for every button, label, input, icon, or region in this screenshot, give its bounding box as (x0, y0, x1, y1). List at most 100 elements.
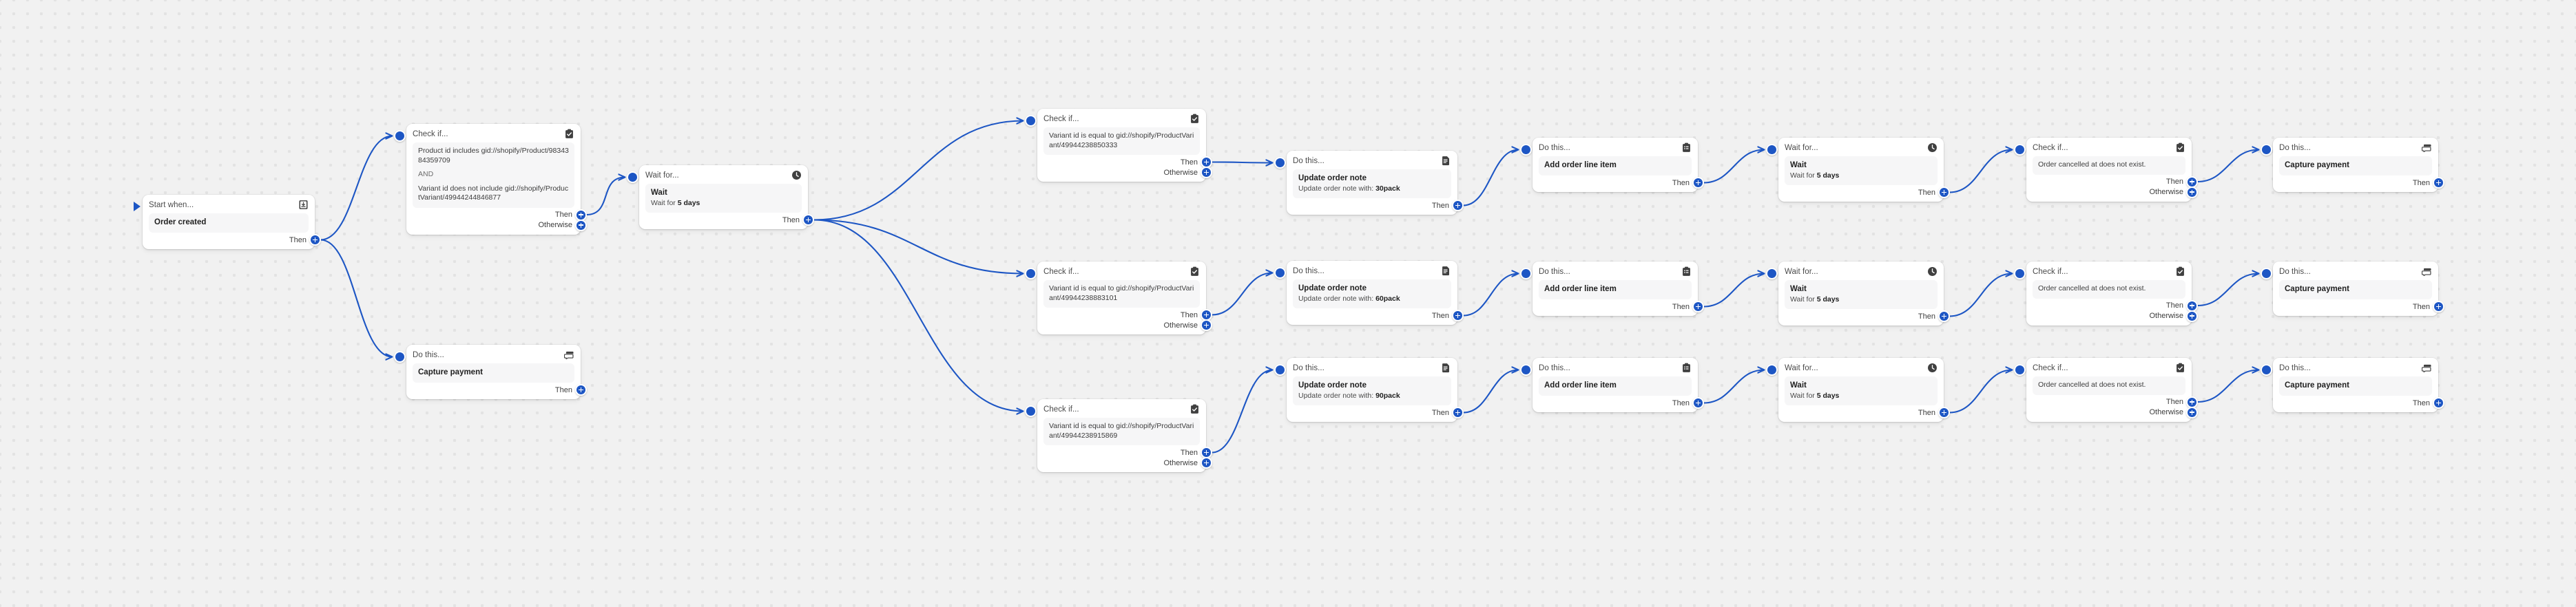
port-row-otherwise[interactable]: Otherwise (413, 219, 587, 231)
add-step-then-button[interactable] (1201, 309, 1212, 321)
add-step-otherwise-button[interactable] (2186, 310, 2198, 322)
input-port[interactable] (2261, 364, 2272, 376)
workflow-node-check-variant-1[interactable]: Check if...Variant id is equal to gid://… (1025, 109, 1212, 182)
add-step-otherwise-button[interactable] (575, 219, 587, 231)
input-port[interactable] (1274, 364, 1286, 376)
add-step-then-button[interactable] (2433, 301, 2444, 312)
add-step-then-button[interactable] (1938, 187, 1950, 198)
port-row-then[interactable]: Then (1043, 309, 1212, 321)
port-row-then[interactable]: Then (413, 384, 587, 396)
add-step-then-button[interactable] (1452, 407, 1464, 418)
add-step-then-button[interactable] (575, 209, 587, 221)
add-step-then-button[interactable] (802, 214, 814, 226)
input-port[interactable] (2261, 268, 2272, 279)
input-port[interactable] (1520, 364, 1532, 376)
input-port[interactable] (1766, 268, 1778, 279)
input-port[interactable] (394, 130, 406, 142)
add-step-then-button[interactable] (1452, 200, 1464, 211)
input-port[interactable] (1766, 364, 1778, 376)
port-row-then[interactable]: Then (645, 214, 814, 226)
add-step-then-button[interactable] (1692, 397, 1704, 409)
add-step-then-button[interactable] (2186, 175, 2198, 188)
input-port[interactable] (2014, 268, 2026, 279)
port-row-otherwise[interactable]: Otherwise (1043, 167, 1212, 178)
port-row-then[interactable]: Then (2033, 299, 2198, 312)
port-row-then[interactable]: Then (2279, 397, 2444, 409)
port-row-then[interactable]: Then (1785, 310, 1950, 322)
input-port[interactable] (1025, 115, 1037, 127)
port-row-otherwise[interactable]: Otherwise (2033, 310, 2198, 322)
port-row-then[interactable]: Then (1539, 301, 1704, 312)
port-row-then[interactable]: Then (2279, 177, 2444, 189)
port-row-otherwise[interactable]: Otherwise (1043, 319, 1212, 331)
workflow-node-check-variant-3[interactable]: Check if...Variant id is equal to gid://… (1025, 399, 1212, 472)
port-row-then[interactable]: Then (1293, 407, 1464, 418)
add-step-then-button[interactable] (1452, 310, 1464, 321)
port-row-then[interactable]: Then (1785, 407, 1950, 418)
add-step-then-button[interactable] (1692, 177, 1704, 189)
port-row-then[interactable]: Then (2033, 396, 2198, 408)
workflow-node-check-cancel-2[interactable]: Check if...Order cancelled at does not e… (2014, 262, 2198, 326)
add-step-then-button[interactable] (1201, 156, 1212, 168)
add-step-then-button[interactable] (1201, 447, 1212, 458)
add-step-otherwise-button[interactable] (1201, 457, 1212, 469)
port-row-then[interactable]: Then (2279, 301, 2444, 312)
input-port[interactable] (1520, 268, 1532, 279)
port-row-then[interactable]: Then (1043, 447, 1212, 458)
port-row-otherwise[interactable]: Otherwise (1043, 457, 1212, 469)
add-step-otherwise-button[interactable] (2186, 406, 2198, 418)
input-port[interactable] (2014, 144, 2026, 156)
workflow-node-check-product[interactable]: Check if...Product id includes gid://sho… (394, 124, 587, 235)
add-step-then-button[interactable] (309, 234, 321, 246)
input-port[interactable] (1274, 157, 1286, 169)
add-step-then-button[interactable] (575, 384, 587, 396)
input-port[interactable] (1025, 268, 1037, 279)
port-row-then[interactable]: Then (2033, 175, 2198, 188)
add-step-then-button[interactable] (1938, 407, 1950, 418)
add-step-then-button[interactable] (2186, 299, 2198, 312)
input-port[interactable] (2261, 144, 2272, 156)
input-port[interactable] (1025, 405, 1037, 417)
input-port[interactable] (2014, 364, 2026, 376)
port-row-otherwise[interactable]: Otherwise (2033, 406, 2198, 418)
add-step-otherwise-button[interactable] (1201, 319, 1212, 331)
input-port[interactable] (1766, 144, 1778, 156)
add-step-then-button[interactable] (1692, 301, 1704, 312)
port-row-then[interactable]: Then (1293, 310, 1464, 321)
input-port[interactable] (1274, 267, 1286, 279)
port-row-then[interactable]: Then (149, 234, 321, 246)
port-row-then[interactable]: Then (1293, 200, 1464, 211)
add-step-then-button[interactable] (1938, 310, 1950, 322)
port-row-then[interactable]: Then (1785, 187, 1950, 198)
port-row-then[interactable]: Then (1539, 397, 1704, 409)
add-step-then-button[interactable] (2186, 396, 2198, 408)
input-port[interactable] (1520, 144, 1532, 156)
add-step-otherwise-button[interactable] (2186, 186, 2198, 198)
port-row-then[interactable]: Then (1539, 177, 1704, 189)
workflow-node-check-cancel-1[interactable]: Check if...Order cancelled at does not e… (2014, 138, 2198, 202)
add-step-then-button[interactable] (2433, 177, 2444, 189)
workflow-node-check-variant-2[interactable]: Check if...Variant id is equal to gid://… (1025, 262, 1212, 334)
add-step-then-button[interactable] (2433, 397, 2444, 409)
input-port[interactable] (627, 171, 638, 183)
input-port[interactable] (394, 351, 406, 363)
port-row-otherwise[interactable]: Otherwise (2033, 186, 2198, 198)
add-step-otherwise-button[interactable] (1201, 167, 1212, 178)
port-row-then[interactable]: Then (413, 209, 587, 221)
